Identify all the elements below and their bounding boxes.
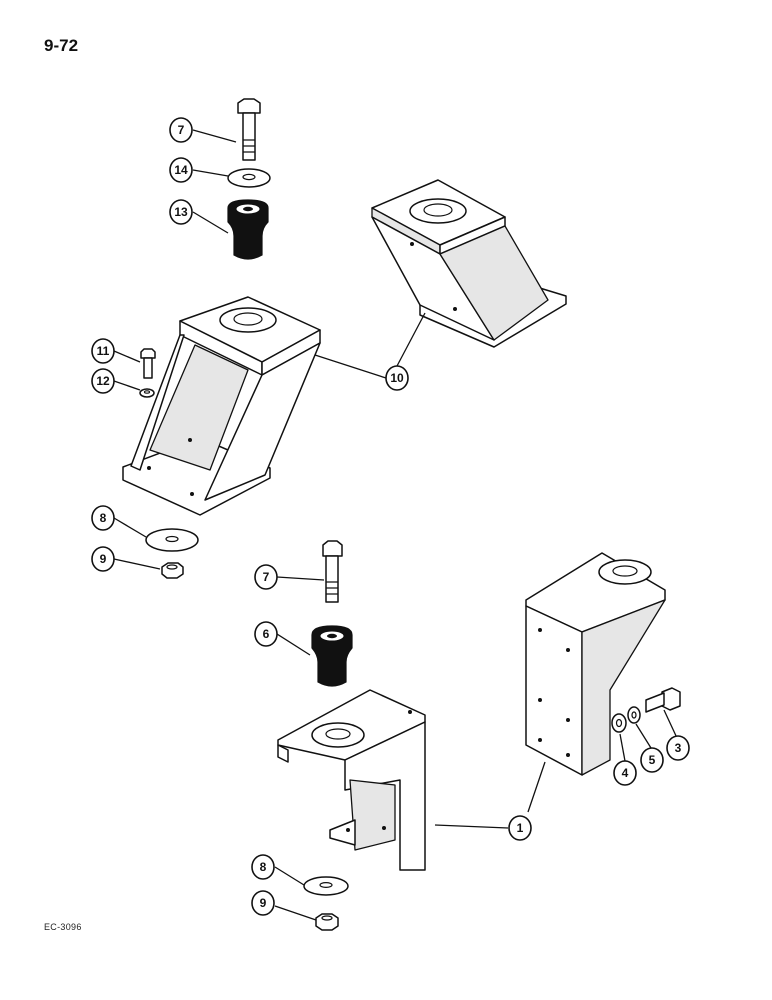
bracket-lower-left: [277, 689, 426, 871]
figure-code: EC-3096: [44, 922, 82, 932]
bolt-top: [237, 98, 261, 161]
isolator-top: [227, 199, 269, 260]
callout-3: 3: [666, 735, 690, 761]
callout-8-left-label: 8: [100, 511, 107, 525]
page-number: 9-72: [44, 36, 79, 55]
callout-8-bottom: 8: [251, 854, 275, 880]
bolt-side: [645, 687, 681, 713]
washer-top: [227, 168, 271, 188]
washer-side: [627, 706, 641, 724]
callout-9-left-label: 9: [100, 552, 107, 566]
nut-bottom: [315, 913, 339, 931]
callout-7-top-label: 7: [178, 123, 185, 137]
callout-12: 12: [91, 368, 115, 394]
callout-8-left: 8: [91, 505, 115, 531]
callout-1: 1: [508, 815, 532, 841]
callout-10: 10: [385, 365, 409, 391]
callout-11-label: 11: [97, 344, 110, 358]
lockwasher-small: [139, 388, 155, 398]
callout-7-mid: 7: [254, 564, 278, 590]
nut-side: [611, 713, 627, 733]
callout-6: 6: [254, 621, 278, 647]
nut-left: [161, 562, 184, 579]
isolator-middle: [311, 625, 353, 687]
bolt-small: [140, 348, 156, 379]
callout-10-label: 10: [390, 371, 404, 385]
mount-upper-left: [122, 296, 321, 516]
callout-3-label: 3: [675, 741, 682, 755]
callout-9-bottom-label: 9: [260, 896, 267, 910]
bolt-middle: [322, 540, 343, 603]
callout-14-label: 14: [174, 163, 188, 177]
callout-12-label: 12: [96, 374, 110, 388]
callout-7-top: 7: [169, 117, 193, 143]
callout-5: 5: [640, 747, 664, 773]
callout-9-bottom: 9: [251, 890, 275, 916]
washer-left: [145, 528, 199, 552]
leader-lines: [113, 129, 678, 921]
callout-13-label: 13: [174, 205, 188, 219]
washer-bottom: [303, 876, 349, 896]
callout-9-left: 9: [91, 546, 115, 572]
callout-6-label: 6: [263, 627, 270, 641]
callout-1-label: 1: [517, 821, 524, 835]
callout-5-label: 5: [649, 753, 656, 767]
callout-8-bottom-label: 8: [260, 860, 267, 874]
callout-14: 14: [169, 157, 193, 183]
callout-11: 11: [91, 338, 115, 364]
callout-13: 13: [169, 199, 193, 225]
bracket-lower-right: [525, 552, 666, 776]
callout-7-mid-label: 7: [263, 570, 270, 584]
mount-upper-right: [371, 179, 567, 348]
callout-4: 4: [613, 760, 637, 786]
callout-4-label: 4: [622, 766, 629, 780]
